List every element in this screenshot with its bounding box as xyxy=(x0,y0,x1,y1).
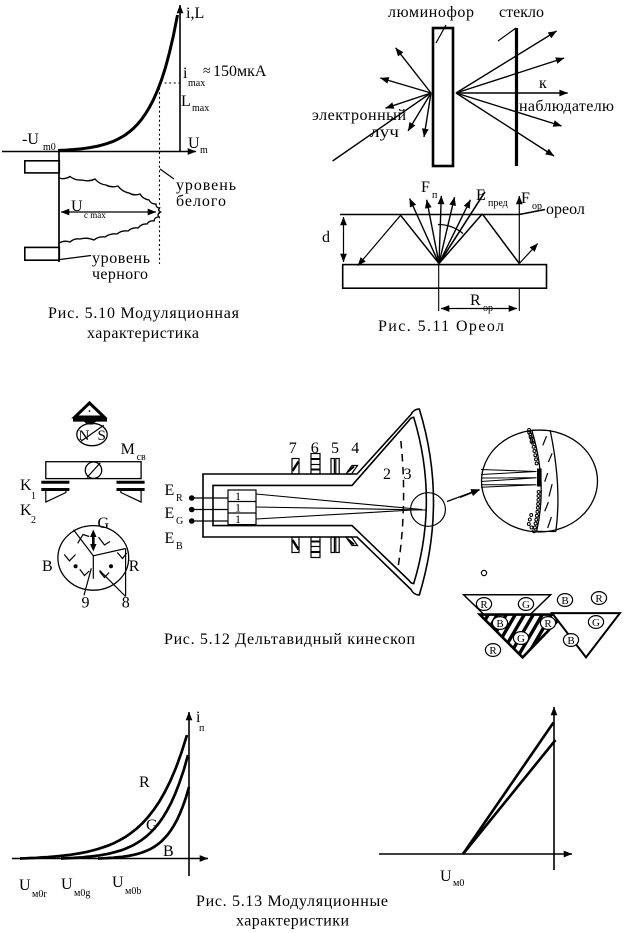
svg-text:R: R xyxy=(489,645,497,657)
svg-text:E: E xyxy=(165,530,175,547)
svg-text:1: 1 xyxy=(235,501,241,515)
svg-text:m0: m0 xyxy=(43,142,56,153)
svg-text:R: R xyxy=(480,599,488,611)
svg-text:с max: с max xyxy=(84,210,106,220)
svg-text:i: i xyxy=(183,65,188,82)
svg-text:черного: черного xyxy=(92,266,148,283)
svg-text:электронный: электронный xyxy=(312,107,406,124)
svg-text:d: d xyxy=(322,229,330,246)
svg-text:L: L xyxy=(181,93,191,110)
svg-text:U: U xyxy=(19,877,31,894)
svg-text:150мкА: 150мкА xyxy=(213,63,267,80)
svg-text:люминофор: люминофор xyxy=(388,4,474,21)
svg-text:G: G xyxy=(176,516,183,527)
svg-text:к: к xyxy=(539,75,547,92)
svg-text:луч: луч xyxy=(370,124,399,141)
svg-text:м0g: м0g xyxy=(74,888,90,899)
svg-text:2: 2 xyxy=(31,515,36,526)
svg-text:м0r: м0r xyxy=(32,889,47,900)
svg-text:R: R xyxy=(544,618,552,630)
svg-text:i: i xyxy=(196,709,201,726)
svg-text:K: K xyxy=(20,477,32,494)
svg-text:E: E xyxy=(165,482,175,499)
svg-text:G: G xyxy=(517,633,525,645)
svg-text:N: N xyxy=(79,428,90,444)
svg-text:-U: -U xyxy=(22,131,39,148)
svg-text:уровень: уровень xyxy=(176,177,236,194)
svg-text:U: U xyxy=(188,135,200,152)
svg-text:B: B xyxy=(42,558,53,575)
svg-text:K: K xyxy=(20,502,32,519)
svg-text:1: 1 xyxy=(235,512,241,526)
svg-text:п: п xyxy=(432,190,438,201)
svg-text:пред: пред xyxy=(488,198,508,209)
svg-text:U: U xyxy=(440,868,452,885)
svg-text:ор: ор xyxy=(483,303,493,314)
svg-text:9: 9 xyxy=(82,595,90,612)
svg-text:E: E xyxy=(476,187,486,204)
svg-text:E: E xyxy=(165,505,175,522)
svg-text:4: 4 xyxy=(351,440,359,457)
svg-text:B: B xyxy=(163,843,174,860)
svg-text:ореол: ореол xyxy=(546,201,585,218)
svg-text:2: 2 xyxy=(383,466,391,483)
svg-text:B: B xyxy=(176,541,183,552)
svg-text:F: F xyxy=(521,190,530,207)
svg-text:F: F xyxy=(421,179,430,196)
svg-text:max: max xyxy=(188,78,205,89)
svg-text:G: G xyxy=(146,817,158,834)
svg-text:3: 3 xyxy=(404,466,412,483)
svg-text:8: 8 xyxy=(122,595,130,612)
svg-text:характеристики: характеристики xyxy=(236,913,349,930)
svg-text:U: U xyxy=(112,874,124,891)
svg-text:G: G xyxy=(98,515,110,532)
svg-text:G: G xyxy=(592,617,600,629)
svg-text:7: 7 xyxy=(289,440,297,457)
svg-text:ор: ор xyxy=(532,201,542,212)
svg-text:характеристика: характеристика xyxy=(87,325,199,342)
svg-text:U: U xyxy=(71,198,83,215)
svg-text:B: B xyxy=(496,618,503,630)
svg-text:1: 1 xyxy=(235,489,241,503)
svg-text:наблюдателю: наблюдателю xyxy=(519,98,614,115)
svg-text:B: B xyxy=(561,595,568,607)
svg-text:стекло: стекло xyxy=(499,4,544,21)
svg-text:м0b: м0b xyxy=(125,886,141,897)
svg-text:R: R xyxy=(139,774,150,791)
svg-text:≈: ≈ xyxy=(203,64,211,79)
svg-text:уровень: уровень xyxy=(92,250,150,267)
svg-text:св: св xyxy=(137,452,146,463)
svg-text:G: G xyxy=(522,599,530,611)
svg-text:белого: белого xyxy=(176,193,226,210)
svg-text:max: max xyxy=(192,103,209,114)
svg-text:п: п xyxy=(199,723,205,734)
svg-text:Рис. 5.11 Ореол: Рис. 5.11 Ореол xyxy=(378,318,504,335)
svg-text:M: M xyxy=(121,441,135,458)
svg-text:1: 1 xyxy=(31,491,36,502)
svg-text:м0: м0 xyxy=(453,878,464,889)
svg-text:R: R xyxy=(595,593,603,605)
svg-text:S: S xyxy=(98,428,106,444)
svg-text:5: 5 xyxy=(331,440,339,457)
svg-text:B: B xyxy=(567,635,574,647)
svg-text:Рис. 5.10 Модуляционная: Рис. 5.10 Модуляционная xyxy=(48,305,240,322)
svg-text:i,L: i,L xyxy=(186,5,204,22)
svg-text:Рис. 5.13 Модуляционные: Рис. 5.13 Модуляционные xyxy=(196,893,388,910)
svg-text:U: U xyxy=(61,876,73,893)
svg-text:R: R xyxy=(129,558,140,575)
svg-text:m: m xyxy=(200,145,208,156)
svg-text:6: 6 xyxy=(311,440,319,457)
svg-text:R: R xyxy=(470,292,481,309)
svg-text:Рис. 5.12 Дельтавидный кинес: Рис. 5.12 Дельтавидный кинескоп xyxy=(164,631,415,648)
svg-text:R: R xyxy=(176,493,183,504)
